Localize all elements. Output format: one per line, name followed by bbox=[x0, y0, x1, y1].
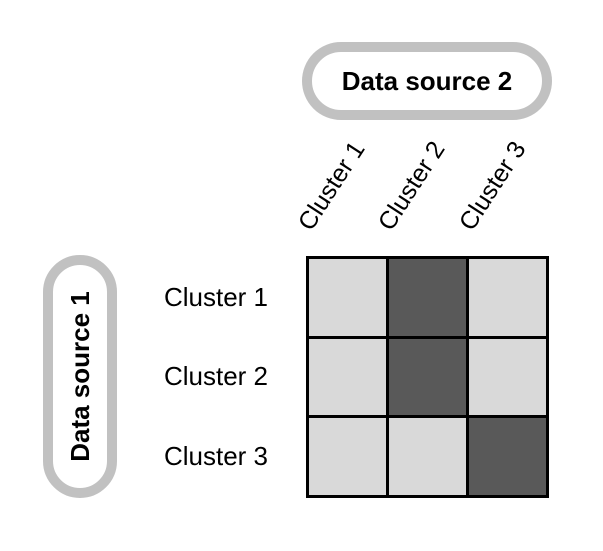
matrix-cell bbox=[469, 418, 546, 495]
matrix-cell bbox=[309, 338, 386, 416]
matrix-cell bbox=[469, 259, 546, 336]
matrix-cell bbox=[389, 259, 466, 336]
row-header: Cluster 3 bbox=[163, 441, 268, 472]
matrix-cell bbox=[309, 259, 386, 336]
data-source-2-pill: Data source 2 bbox=[302, 42, 552, 120]
column-header: Cluster 2 bbox=[372, 136, 451, 236]
data-source-1-pill: Data source 1 bbox=[43, 255, 117, 498]
data-source-1-label: Data source 1 bbox=[64, 291, 95, 462]
row-header: Cluster 1 bbox=[163, 281, 268, 312]
cluster-matrix-grid bbox=[306, 256, 549, 498]
row-header: Cluster 2 bbox=[163, 361, 268, 392]
matrix-cell bbox=[389, 418, 466, 495]
matrix-cell bbox=[309, 418, 386, 495]
matrix-cell bbox=[389, 338, 466, 416]
matrix-cell bbox=[469, 338, 546, 416]
data-source-2-label: Data source 2 bbox=[341, 65, 513, 96]
column-header: Cluster 3 bbox=[453, 136, 532, 236]
column-header: Cluster 1 bbox=[292, 136, 371, 236]
